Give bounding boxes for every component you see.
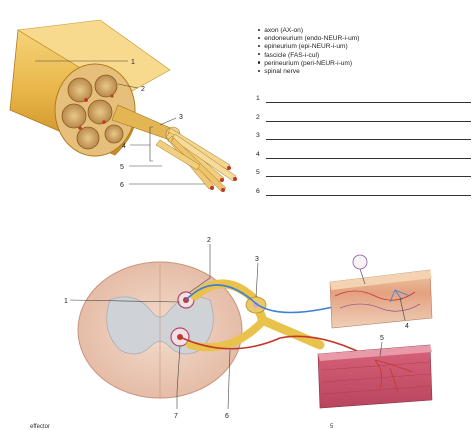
fascicles xyxy=(61,74,124,150)
answer-blank-6[interactable]: 6 xyxy=(256,188,471,207)
pain-stimulus-icon xyxy=(352,254,368,270)
answer-blank-2[interactable]: 2 xyxy=(256,114,471,133)
answer-blank-1[interactable]: 1 xyxy=(256,95,471,114)
top-leader-lines xyxy=(35,60,205,185)
top-label-2: 2 xyxy=(141,86,145,93)
answer-blank-4[interactable]: 4 xyxy=(256,151,471,170)
term-item: fascicle (FAS-i-cul) xyxy=(258,52,359,60)
term-item: epineurium (epi-NEUR-i-um) xyxy=(258,43,359,51)
sensory-axon xyxy=(185,284,396,314)
term-item: spinal nerve xyxy=(258,68,359,76)
bottom-label-7: 7 xyxy=(174,413,178,420)
top-label-1: 1 xyxy=(131,59,135,66)
term-item: endoneurium (endo-NEUR-i-um) xyxy=(258,35,359,43)
top-number-labels: 1 2 3 4 5 6 xyxy=(120,59,183,189)
top-label-3: 3 xyxy=(179,114,183,121)
bottom-label-4: 4 xyxy=(405,323,409,330)
term-list: axon (AX-on) endoneurium (endo-NEUR-i-um… xyxy=(258,27,359,76)
bottom-caption-left: effector xyxy=(30,424,50,430)
top-label-4: 4 xyxy=(122,143,126,150)
gray-matter xyxy=(106,296,214,355)
spinal-cord xyxy=(77,261,243,399)
bottom-label-3: 3 xyxy=(255,256,259,263)
bottom-label-6: 6 xyxy=(225,413,229,420)
motor-neuron-body xyxy=(170,327,190,347)
sensory-neuron-body xyxy=(177,291,195,309)
dorsal-root-ganglion xyxy=(245,296,267,314)
spinal-nerve-trunk xyxy=(257,315,325,350)
motor-axon xyxy=(179,335,406,379)
term-item: axon (AX-on) xyxy=(258,27,359,35)
top-label-5: 5 xyxy=(120,164,124,171)
axons xyxy=(155,127,237,192)
top-label-6: 6 xyxy=(120,182,124,189)
answer-blank-3[interactable]: 3 xyxy=(256,132,471,151)
skin-receptor-block xyxy=(329,254,433,329)
term-item: perineurium (peri-NEUR-i-um) xyxy=(258,60,359,68)
bottom-label-5: 5 xyxy=(380,335,384,342)
muscle-effector-block xyxy=(317,344,433,409)
bottom-caption-right: 5 xyxy=(330,424,334,430)
bottom-label-1: 1 xyxy=(64,298,68,305)
answer-blanks: 1 2 3 4 5 6 xyxy=(256,95,471,206)
bottom-label-2: 2 xyxy=(207,237,211,244)
bottom-number-labels: 1 2 3 4 5 6 7 xyxy=(64,237,409,420)
nerve-illustration: 1 2 3 4 5 6 xyxy=(9,19,237,192)
bottom-leader-lines xyxy=(69,244,406,410)
answer-blank-5[interactable]: 5 xyxy=(256,169,471,188)
